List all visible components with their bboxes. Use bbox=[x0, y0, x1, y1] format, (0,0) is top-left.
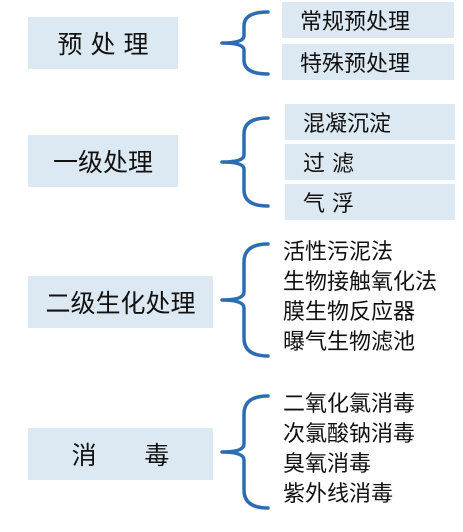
category-primary-treatment: 一级处理 bbox=[28, 135, 178, 187]
list-item: 臭氧消毒 bbox=[283, 452, 372, 477]
category-label-secondary: 二级生化处理 bbox=[45, 289, 196, 318]
list-item: 生物接触氧化法 bbox=[283, 270, 438, 295]
category-pretreatment: 预 处 理 bbox=[28, 17, 178, 69]
bracket-pretreatment bbox=[220, 10, 270, 76]
category-label-pretreatment: 预 处 理 bbox=[57, 30, 149, 59]
list-item: 膜生物反应器 bbox=[283, 300, 416, 325]
category-label-disinfection: 消 毒 bbox=[71, 441, 170, 470]
list-item: 二氧化氯消毒 bbox=[283, 392, 416, 417]
category-secondary-biochemical: 二级生化处理 bbox=[28, 276, 213, 328]
item-filtration: 过 滤 bbox=[285, 144, 455, 180]
list-secondary-methods: 活性污泥法 生物接触氧化法 膜生物反应器 曝气生物滤池 bbox=[283, 238, 437, 358]
item-special-pretreatment: 特殊预处理 bbox=[282, 44, 454, 80]
bracket-secondary bbox=[220, 242, 270, 358]
list-item: 次氯酸钠消毒 bbox=[283, 422, 416, 447]
item-flotation: 气 浮 bbox=[285, 184, 455, 220]
list-item: 活性污泥法 bbox=[283, 240, 394, 265]
item-coagulation-sedimentation: 混凝沉淀 bbox=[285, 104, 455, 140]
category-label-primary: 一级处理 bbox=[52, 148, 153, 177]
list-item: 曝气生物滤池 bbox=[283, 330, 416, 355]
item-conventional-pretreatment: 常规预处理 bbox=[282, 2, 454, 38]
bracket-primary bbox=[220, 116, 270, 208]
category-disinfection: 消 毒 bbox=[28, 428, 213, 480]
list-disinfection-methods: 二氧化氯消毒 次氯酸钠消毒 臭氧消毒 紫外线消毒 bbox=[283, 390, 415, 510]
list-item: 紫外线消毒 bbox=[283, 482, 394, 507]
bracket-disinfection bbox=[220, 394, 270, 510]
